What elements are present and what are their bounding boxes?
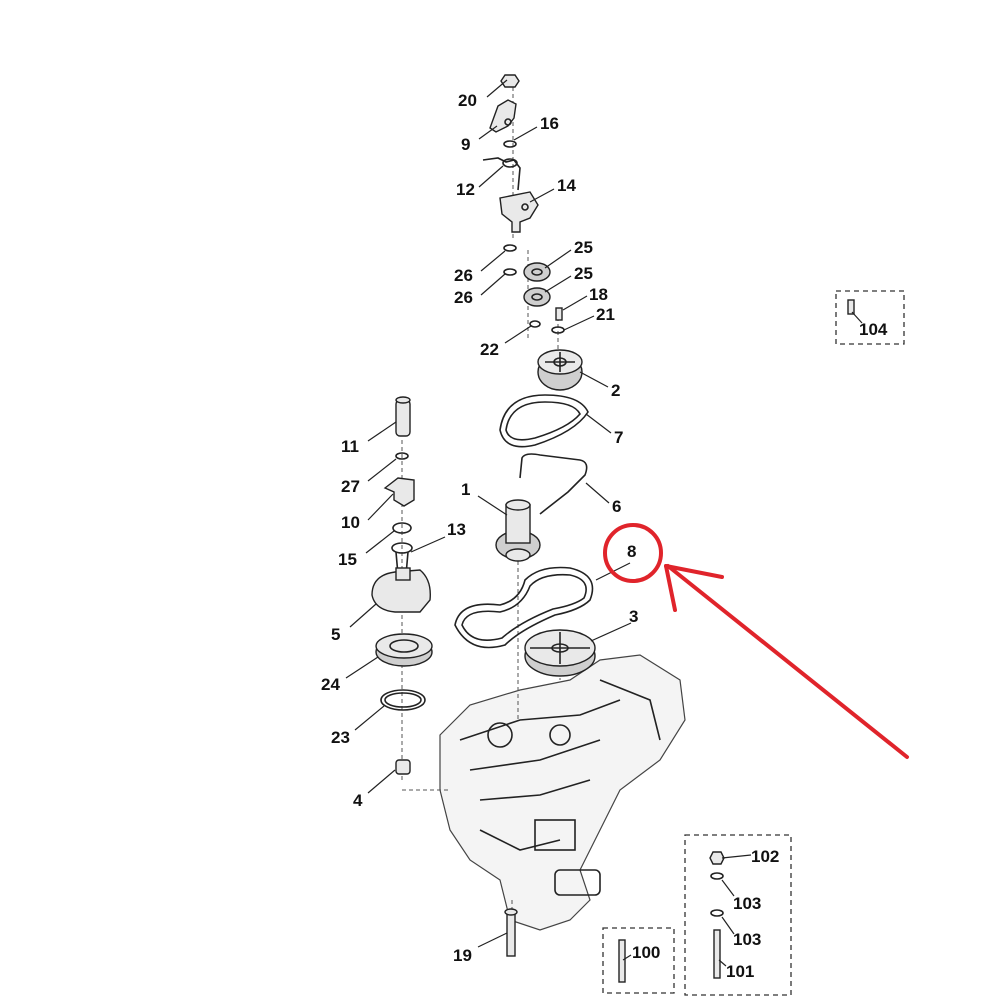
callout-4: 4 bbox=[353, 791, 363, 810]
part-15-ring bbox=[392, 522, 412, 534]
callout-14: 14 bbox=[557, 176, 576, 195]
highlight-circle bbox=[603, 523, 663, 583]
part-10-bracket bbox=[383, 477, 415, 507]
callout-3: 3 bbox=[629, 607, 638, 626]
part-12-spring bbox=[482, 157, 521, 191]
callout-103a: 103 bbox=[733, 894, 761, 913]
callout-13: 13 bbox=[447, 520, 466, 539]
part-1-tensioner bbox=[495, 499, 541, 562]
gearbox-housing bbox=[439, 654, 686, 931]
callout-23: 23 bbox=[331, 728, 350, 747]
callout-102: 102 bbox=[751, 847, 779, 866]
part-11-pin bbox=[395, 396, 411, 437]
highlight-arrow-head-top bbox=[664, 564, 724, 579]
callout-2: 2 bbox=[611, 381, 620, 400]
callout-labels: 20 9 16 12 14 26 26 25 25 18 21 22 2 7 6… bbox=[321, 91, 888, 981]
callout-26a: 26 bbox=[454, 266, 473, 285]
part-25-bearings bbox=[523, 262, 551, 307]
part-18-screw bbox=[555, 307, 563, 321]
part-14-bracket bbox=[499, 191, 539, 233]
callout-20: 20 bbox=[458, 91, 477, 110]
callout-6: 6 bbox=[612, 497, 621, 516]
kit-104-box bbox=[835, 290, 905, 345]
kit-100-box bbox=[602, 927, 675, 994]
callout-18: 18 bbox=[589, 285, 608, 304]
callout-11: 11 bbox=[341, 437, 359, 456]
callout-12: 12 bbox=[456, 180, 475, 199]
callout-15: 15 bbox=[338, 550, 357, 569]
callout-8: 8 bbox=[627, 542, 636, 561]
part-3-pulley bbox=[524, 629, 596, 677]
highlight-arrow-head-bottom bbox=[664, 564, 677, 612]
callout-19: 19 bbox=[453, 946, 472, 965]
callout-9: 9 bbox=[461, 135, 470, 154]
callout-25a: 25 bbox=[574, 238, 593, 257]
part-22-ring bbox=[529, 320, 541, 328]
callout-27: 27 bbox=[341, 477, 360, 496]
part-8-belt bbox=[454, 566, 594, 649]
part-24-seal bbox=[375, 633, 433, 667]
part-2-pulley bbox=[537, 349, 583, 391]
kit-101-103-box bbox=[684, 834, 792, 996]
callout-26b: 26 bbox=[454, 288, 473, 307]
part-5-cover bbox=[371, 567, 431, 613]
part-4-bushing bbox=[395, 759, 411, 775]
callout-101: 101 bbox=[726, 962, 754, 981]
callout-24: 24 bbox=[321, 675, 340, 694]
callout-25b: 25 bbox=[574, 264, 593, 283]
part-23-circlip bbox=[380, 689, 426, 711]
callout-104: 104 bbox=[859, 320, 888, 339]
callout-5: 5 bbox=[331, 625, 340, 644]
part-19-bolt bbox=[504, 908, 518, 957]
callout-7: 7 bbox=[614, 428, 623, 447]
part-16-ring bbox=[503, 140, 517, 148]
part-7-belt bbox=[499, 394, 589, 448]
highlight-arrow-shaft bbox=[666, 564, 909, 759]
callout-103b: 103 bbox=[733, 930, 761, 949]
callout-22: 22 bbox=[480, 340, 499, 359]
callout-1: 1 bbox=[461, 480, 470, 499]
part-20-nut bbox=[500, 74, 520, 88]
callout-16: 16 bbox=[540, 114, 559, 133]
highlight-annotation bbox=[603, 523, 909, 759]
part-9-lever bbox=[489, 99, 517, 133]
part-26-washers bbox=[503, 244, 517, 276]
callout-100: 100 bbox=[632, 943, 660, 962]
part-27-washer bbox=[395, 452, 409, 460]
part-6-spring-wire bbox=[519, 453, 588, 515]
callout-10: 10 bbox=[341, 513, 360, 532]
leader-lines bbox=[345, 79, 863, 967]
callout-21: 21 bbox=[596, 305, 615, 324]
